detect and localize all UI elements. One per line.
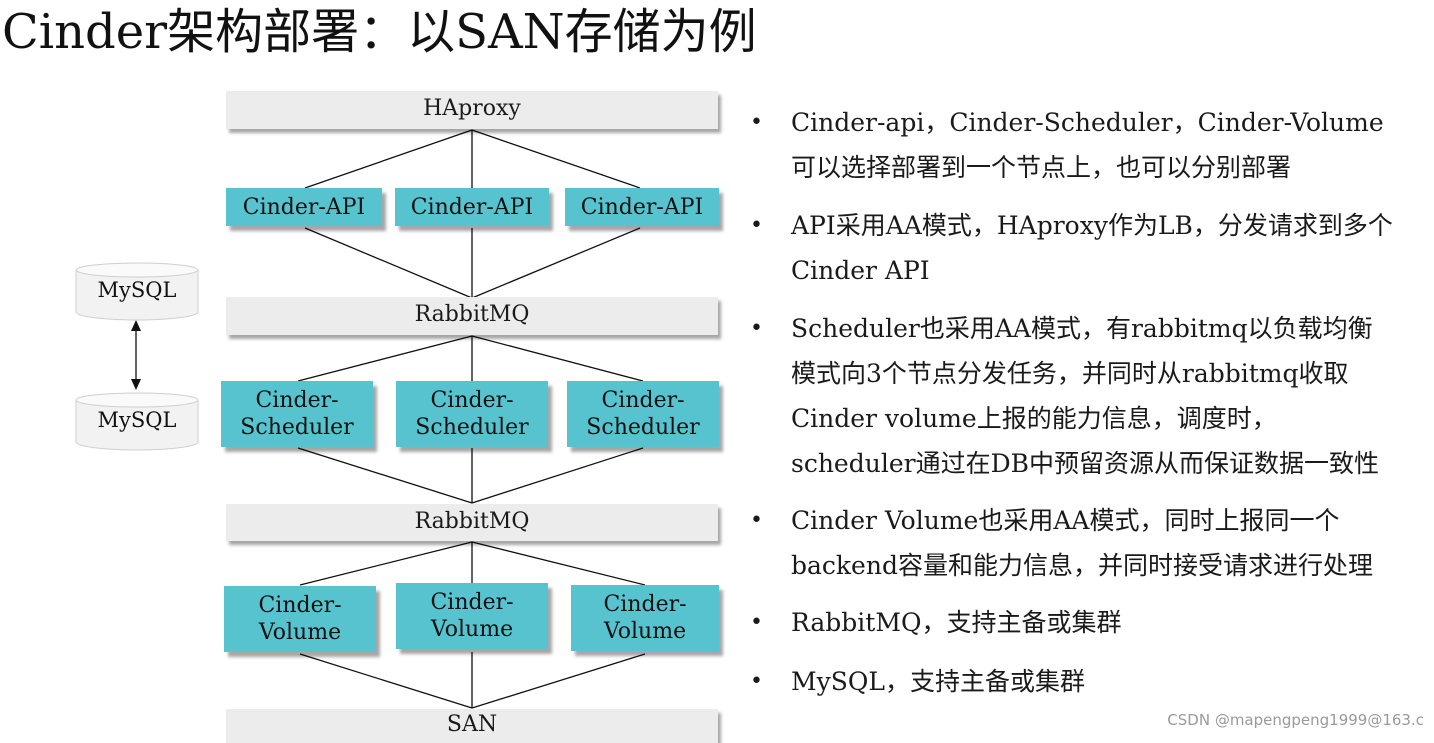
- cinder-api-node: Cinder-API: [395, 188, 549, 226]
- bullet-line: RabbitMQ，支持主备或集群: [791, 608, 1122, 637]
- cinder-scheduler-label: Cinder- Scheduler: [240, 388, 354, 440]
- cinder-api-label: Cinder-API: [580, 194, 704, 220]
- bullet-line: Cinder-api，Cinder-Scheduler，Cinder-Volum…: [791, 108, 1384, 137]
- bullet-dot: •: [750, 316, 763, 341]
- bullet-line: Cinder Volume也采用AA模式，同时上报同一个: [791, 506, 1340, 535]
- page-title: Cinder架构部署：以SAN存储为例: [2, 4, 757, 60]
- haproxy-bar: HAproxy: [226, 91, 718, 129]
- bullet-line: Scheduler也采用AA模式，有rabbitmq以负载均衡: [791, 314, 1373, 343]
- rabbitmq-bar-top: RabbitMQ: [226, 297, 718, 335]
- bullet-line: 可以选择部署到一个节点上，也可以分别部署: [791, 153, 1292, 182]
- bullet-line: backend容量和能力信息，并同时接受请求进行处理: [791, 551, 1373, 580]
- bullet-line: MySQL，支持主备或集群: [791, 667, 1085, 696]
- cinder-api-label: Cinder-API: [410, 194, 534, 220]
- cinder-volume-label: Cinder- Volume: [603, 592, 687, 644]
- cinder-volume-label: Cinder- Volume: [430, 590, 514, 642]
- rabbitmq-bar-bottom: RabbitMQ: [226, 504, 718, 541]
- san-bar: SAN: [226, 709, 718, 743]
- san-label: SAN: [446, 712, 498, 737]
- watermark: CSDN @mapengpeng1999@163.c: [1167, 711, 1424, 729]
- cinder-volume-node: Cinder- Volume: [571, 585, 719, 651]
- bullet-dot: •: [750, 508, 763, 533]
- cinder-scheduler-node: Cinder- Scheduler: [567, 381, 719, 447]
- bullet-dot: •: [750, 610, 763, 635]
- bullet-dot: •: [750, 213, 763, 238]
- bullet-line: API采用AA模式，HAproxy作为LB，分发请求到多个: [791, 211, 1393, 240]
- connector-lines: [131, 129, 646, 709]
- cinder-scheduler-label: Cinder- Scheduler: [586, 388, 700, 440]
- bullet-line: scheduler通过在DB中预留资源从而保证数据一致性: [791, 449, 1379, 478]
- cinder-scheduler-node: Cinder- Scheduler: [221, 381, 373, 447]
- cinder-scheduler-label: Cinder- Scheduler: [415, 388, 529, 440]
- bullet-line: 模式向3个节点分发任务，并同时从rabbitmq收取: [791, 359, 1349, 388]
- bullet-line: Cinder API: [791, 256, 930, 285]
- cinder-volume-node: Cinder- Volume: [396, 583, 548, 649]
- cinder-api-node: Cinder-API: [226, 188, 382, 226]
- haproxy-label: HAproxy: [423, 96, 521, 121]
- rabbitmq-label: RabbitMQ: [414, 509, 530, 534]
- bullet-dot: •: [750, 669, 763, 694]
- cinder-scheduler-node: Cinder- Scheduler: [396, 381, 548, 447]
- cinder-volume-label: Cinder- Volume: [258, 593, 342, 645]
- rabbitmq-label: RabbitMQ: [414, 302, 530, 327]
- bullet-dot: •: [750, 110, 763, 135]
- mysql-database-top: MySQL: [75, 262, 199, 321]
- bullet-line: Cinder volume上报的能力信息，调度时，: [791, 404, 1277, 433]
- mysql-label: MySQL: [97, 408, 177, 432]
- mysql-database-bottom: MySQL: [75, 392, 199, 451]
- mysql-label: MySQL: [97, 278, 177, 302]
- cinder-api-label: Cinder-API: [242, 194, 366, 220]
- cinder-api-node: Cinder-API: [565, 188, 719, 226]
- cinder-volume-node: Cinder- Volume: [224, 586, 376, 652]
